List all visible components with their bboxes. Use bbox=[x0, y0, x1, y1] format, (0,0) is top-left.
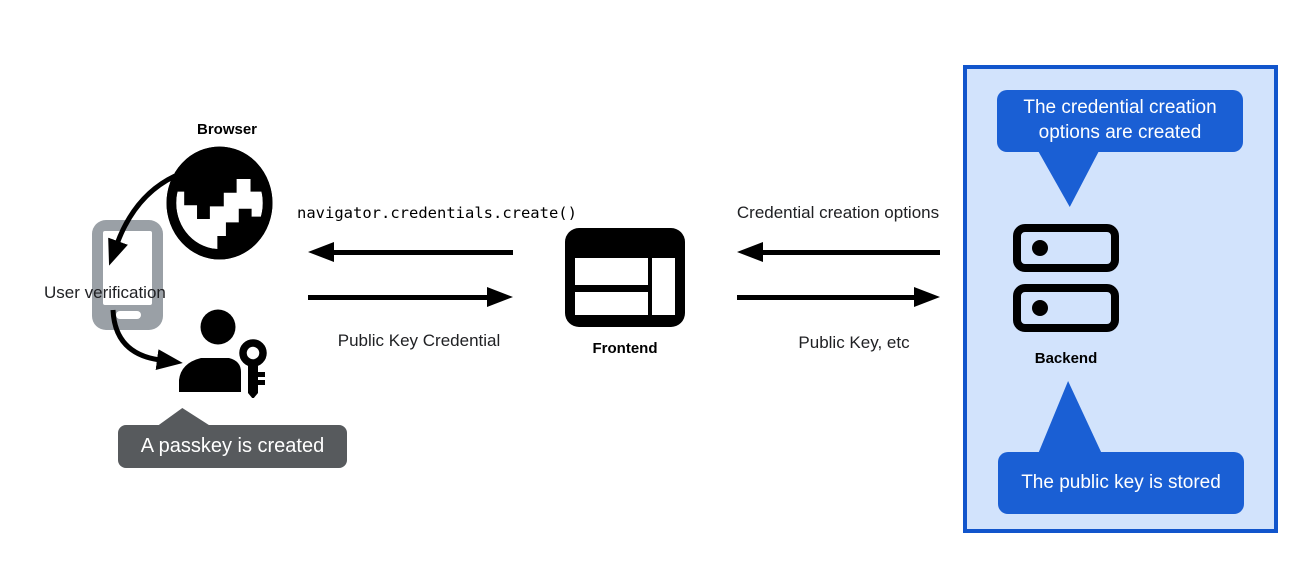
passkey-tooltip: A passkey is created bbox=[118, 425, 347, 468]
arrow-browser-to-frontend bbox=[308, 287, 513, 307]
globe-icon bbox=[166, 146, 273, 260]
frontend-label: Frontend bbox=[592, 340, 658, 357]
arrow-frontend-to-browser bbox=[308, 242, 513, 262]
credential-creation-options-label: Credential creation options bbox=[736, 203, 940, 222]
user-verification-label: User verification bbox=[44, 283, 166, 302]
browser-label: Browser bbox=[196, 121, 258, 138]
flow-arrows-curved bbox=[108, 173, 183, 371]
backend-server-icon bbox=[1013, 224, 1119, 332]
arrow-frontend-to-backend bbox=[737, 287, 940, 307]
public-key-etc-label: Public Key, etc bbox=[798, 333, 910, 352]
arrow-globe-to-phone bbox=[108, 173, 177, 266]
public-key-stored-callout: The public key is stored bbox=[998, 452, 1244, 514]
arrowhead-right-icon bbox=[914, 287, 940, 307]
arrowhead-right-icon bbox=[487, 287, 513, 307]
arrow-phone-to-user bbox=[110, 309, 183, 371]
backend-label: Backend bbox=[1034, 350, 1098, 367]
credentials-create-label: navigator.credentials.create() bbox=[297, 204, 577, 222]
frontend-window-icon bbox=[565, 228, 685, 327]
credential-options-callout: The credential creation options are crea… bbox=[997, 90, 1243, 152]
arrow-backend-to-frontend bbox=[737, 242, 940, 262]
public-key-credential-label: Public Key Credential bbox=[337, 331, 501, 350]
arrowhead-left-icon bbox=[737, 242, 763, 262]
arrowhead-left-icon bbox=[308, 242, 334, 262]
user-key-icon bbox=[179, 309, 267, 398]
